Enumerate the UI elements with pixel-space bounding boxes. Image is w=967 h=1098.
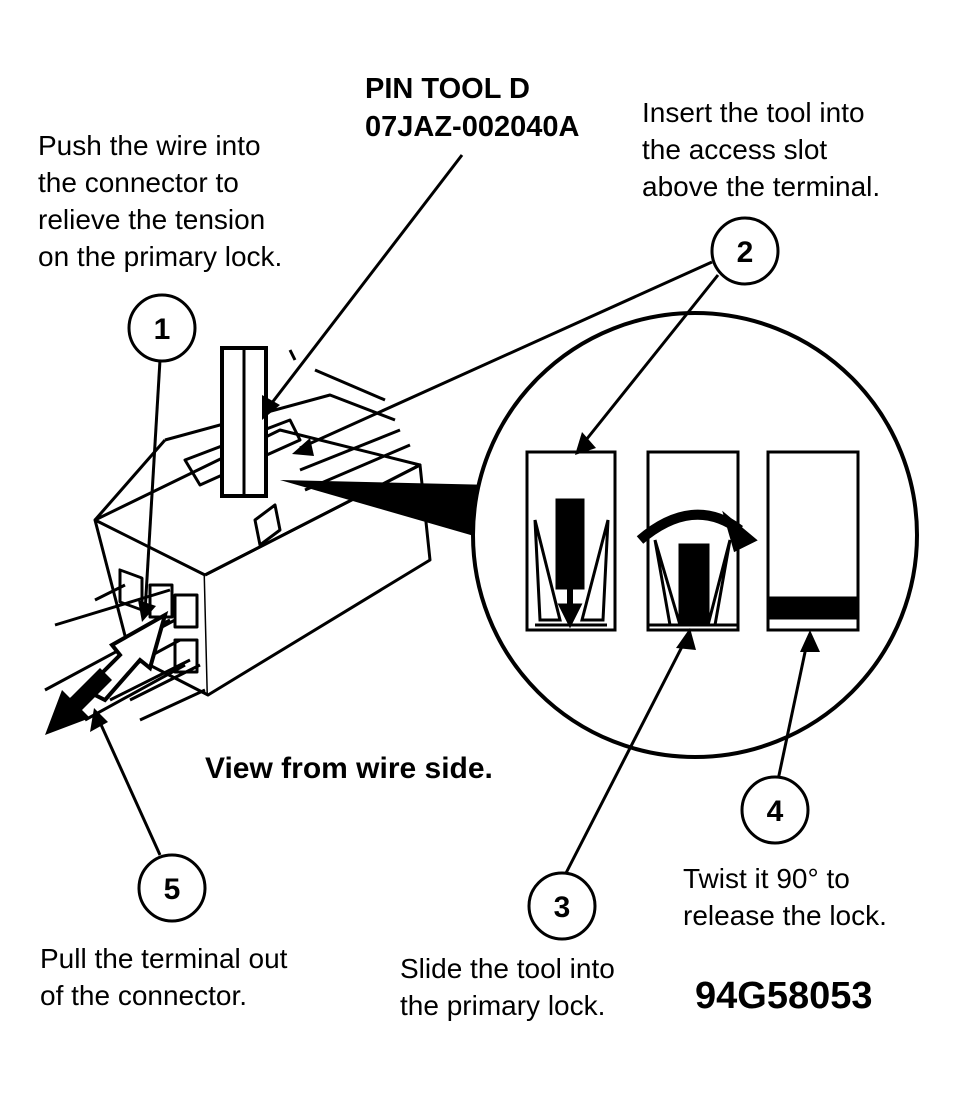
step-bubble-3: 3 — [527, 871, 597, 941]
svg-text:4: 4 — [767, 795, 784, 828]
detail-panel-slide — [525, 450, 617, 632]
step-1-text: Push the wire into the connector to reli… — [38, 130, 283, 272]
step-bubble-5: 5 — [137, 853, 207, 923]
detail-view — [471, 311, 919, 759]
step-3-text: Slide the tool into the primary lock. — [400, 953, 615, 1021]
detail-panel-released — [766, 450, 860, 632]
svg-text:5: 5 — [164, 873, 181, 906]
step-2-text: Insert the tool into the access slot abo… — [642, 97, 881, 202]
step-bubble-4: 4 — [740, 775, 810, 845]
arrowheads — [90, 395, 820, 732]
step-5-text: Pull the terminal out of the connector. — [40, 943, 288, 1011]
figure-id: 94G58053 — [695, 975, 873, 1017]
svg-text:2: 2 — [737, 236, 754, 269]
tool-part-number: 07JAZ-002040A — [365, 111, 580, 143]
pull-arrow — [45, 668, 112, 735]
zoom-wedge — [280, 480, 495, 540]
leader-lines — [96, 154, 810, 876]
svg-text:3: 3 — [554, 891, 571, 924]
svg-text:1: 1 — [154, 313, 171, 346]
step-bubble-2: 2 — [710, 216, 780, 286]
step-bubble-1: 1 — [127, 293, 197, 363]
pin-tool — [220, 346, 268, 498]
view-caption: View from wire side. — [205, 752, 493, 785]
step-4-text: Twist it 90° to release the lock. — [683, 863, 887, 931]
detail-panel-twist — [636, 450, 758, 632]
tool-name: PIN TOOL D — [365, 73, 530, 105]
